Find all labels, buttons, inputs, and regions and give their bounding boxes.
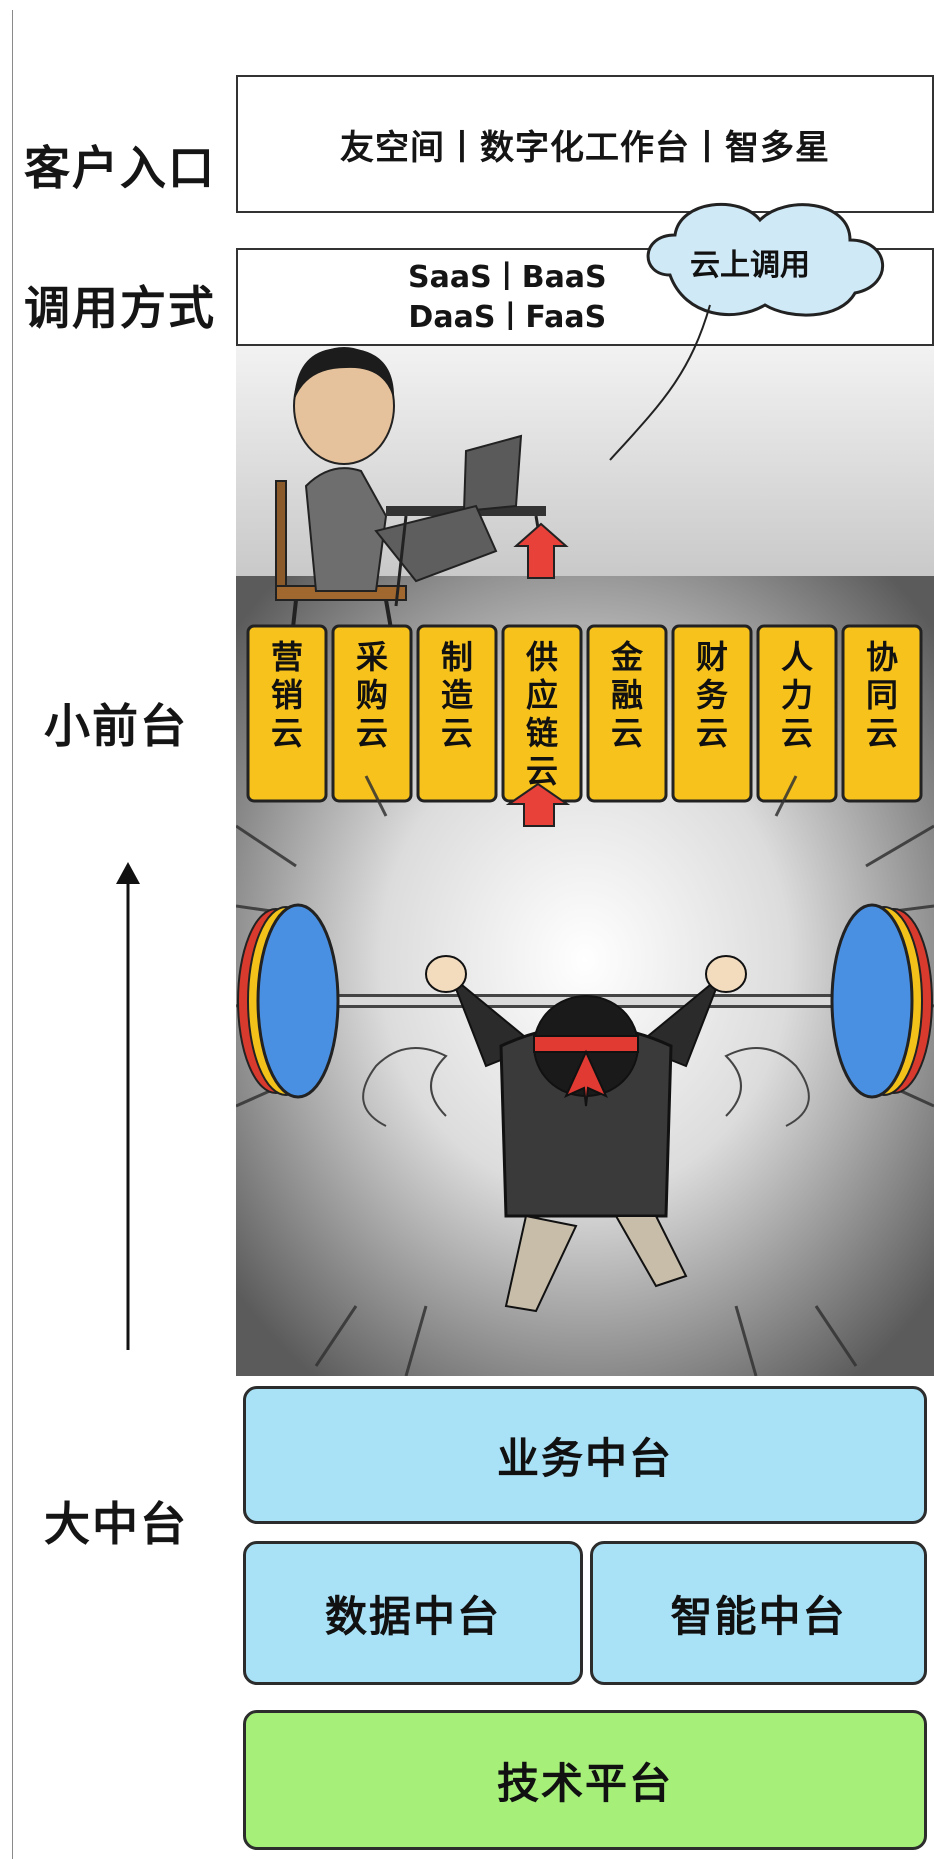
left-frame-line <box>12 10 13 1859</box>
call-mode-lines: SaaS丨BaaS DaaS丨FaaS <box>408 258 607 338</box>
customer-entry-text: 友空间丨数字化工作台丨智多星 <box>340 127 830 168</box>
cloud-column-char: 云 <box>611 714 643 752</box>
weightlifter-illustration <box>425 955 747 1313</box>
cloud-call-bubble: 云上调用 <box>609 202 884 461</box>
cloud-column-char: 协 <box>866 638 898 676</box>
cloud-column-char: 购 <box>356 676 388 714</box>
cloud-column-char: 云 <box>866 714 898 752</box>
cloud-column-char: 采 <box>356 638 388 676</box>
intelligence-middle-platform: 智能中台 <box>590 1541 927 1685</box>
cloud-column-char: 同 <box>866 676 898 714</box>
cloud-column-char: 销 <box>271 676 303 714</box>
cloud-column-6: 人力云 <box>756 624 838 803</box>
cloud-column-2: 制造云 <box>416 624 498 803</box>
data-middle-platform: 数据中台 <box>243 1541 583 1685</box>
cloud-column-bg <box>756 624 838 803</box>
cloud-column-char: 力 <box>781 676 813 714</box>
cloud-column-char: 云 <box>526 752 558 790</box>
upward-arrow-icon <box>116 862 140 1350</box>
cloud-column-bg <box>246 624 328 803</box>
illustration-panel: 营销云采购云制造云供应链云金融云财务云人力云协同云 <box>236 346 934 1376</box>
cloud-column-char: 人 <box>781 638 813 676</box>
cloud-column-bg <box>671 624 753 803</box>
cloud-column-7: 协同云 <box>841 624 923 803</box>
cloud-column-char: 制 <box>441 638 473 676</box>
cloud-column-4: 金融云 <box>586 624 668 803</box>
label-small-front: 小前台 <box>44 699 188 753</box>
cloud-column-char: 供 <box>526 638 558 676</box>
customer-entry-box: 友空间丨数字化工作台丨智多星 <box>236 75 934 213</box>
cloud-column-bg <box>586 624 668 803</box>
intelligence-middle-label: 智能中台 <box>670 1591 847 1641</box>
technology-platform: 技术平台 <box>243 1710 927 1850</box>
dust-clouds <box>362 1047 810 1127</box>
cloud-column-char: 链 <box>526 714 558 752</box>
label-customer-entry: 客户入口 <box>24 141 216 195</box>
cloud-column-char: 云 <box>781 714 813 752</box>
cloud-column-bg <box>331 624 413 803</box>
cloud-column-char: 应 <box>526 676 558 714</box>
cloud-column-char: 云 <box>356 714 388 752</box>
cloud-column-char: 务 <box>696 676 728 714</box>
barbell-illustration <box>237 903 933 1099</box>
label-big-middle: 大中台 <box>44 1497 188 1551</box>
label-call-mode: 调用方式 <box>24 281 216 335</box>
cloud-column-5: 财务云 <box>671 624 753 803</box>
business-middle-platform: 业务中台 <box>243 1386 927 1524</box>
cloud-column-bg <box>416 624 498 803</box>
call-mode-line-2: DaaS丨FaaS <box>408 300 607 335</box>
cloud-column-char: 云 <box>271 714 303 752</box>
cloud-column-0: 营销云 <box>246 624 328 803</box>
cloud-column-char: 营 <box>271 638 303 676</box>
cloud-column-char: 造 <box>441 676 473 714</box>
cloud-column-char: 融 <box>611 676 643 714</box>
business-middle-label: 业务中台 <box>496 1433 673 1483</box>
cloud-column-char: 云 <box>441 714 473 752</box>
cloud-column-char: 财 <box>696 638 728 676</box>
technology-platform-label: 技术平台 <box>496 1758 673 1808</box>
call-mode-line-1: SaaS丨BaaS <box>408 260 607 295</box>
data-middle-label: 数据中台 <box>324 1591 501 1641</box>
cloud-column-char: 云 <box>696 714 728 752</box>
red-arrow-lower-icon <box>505 782 571 827</box>
cloud-call-text: 云上调用 <box>690 248 810 283</box>
cloud-column-bg <box>841 624 923 803</box>
cloud-column-1: 采购云 <box>331 624 413 803</box>
cloud-column-char: 金 <box>610 638 644 676</box>
red-arrow-upper-icon <box>513 522 569 579</box>
